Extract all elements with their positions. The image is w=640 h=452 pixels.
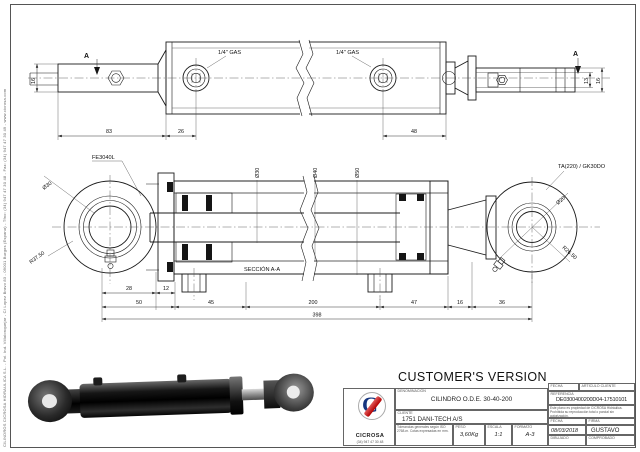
date-label-cell: FECHA (548, 418, 586, 425)
cylinder-3d-render (27, 351, 315, 449)
legal-cell: Este plano es propiedad de CICROSA Hidrá… (548, 405, 635, 418)
signature-label: FIRMA (588, 419, 600, 423)
grease-nipple-right (492, 257, 506, 272)
format-label: FORMATO (514, 425, 533, 429)
render-body (79, 378, 233, 419)
date-label: FECHA (550, 419, 563, 423)
scale-value: 1:1 (494, 431, 503, 438)
left-eye-dia: Ø30 (42, 181, 54, 192)
dim-12: 12 (163, 286, 169, 292)
svg-text:A: A (573, 51, 578, 58)
dim-16-left: 16 (31, 78, 37, 84)
denomination-cell: DENOMINACIÓN CILINDRO O.D.E. 30-40-200 (395, 388, 548, 410)
checked-label: COMPROBADO (588, 436, 615, 440)
tolerance-note: Tolerancias generales según ISO 2768-m. … (397, 425, 449, 433)
port-right-label: 1/4" GAS (336, 50, 359, 56)
section-title: SECCIÓN A-A (244, 266, 280, 273)
legal-note: Este plano es propiedad de CICROSA Hidrá… (550, 406, 623, 418)
company-name: CICROSA (355, 433, 385, 439)
right-eye-dia: Ø20 (555, 195, 567, 206)
dim-26: 26 (178, 129, 184, 135)
signature-value-cell: GUSTAVO (586, 425, 635, 435)
dim-16-sec: 16 (457, 300, 463, 306)
weight-label: PESO (455, 425, 466, 429)
left-eye-label: FE3040L (92, 155, 115, 161)
svg-text:A: A (84, 53, 89, 60)
sheet-border (10, 4, 636, 448)
right-eye-radius: R26.50 (561, 245, 578, 261)
client-ref-label: ARTÍCULO CLIENTE (581, 384, 616, 388)
dim-50: 50 (136, 300, 142, 306)
customers-version-heading: CUSTOMER'S VERSION (398, 370, 547, 384)
port-left-label: 1/4" GAS (218, 50, 241, 56)
dia-bore-label: Ø40 (313, 168, 319, 178)
weight-cell: PESO 3,60Kg (453, 424, 485, 446)
reference-value: DE0300400200D04-17510101 (555, 396, 628, 403)
title-block: C CICROSA (34) 947 47 30 48 DENOMINACIÓN… (343, 383, 635, 446)
client-ref-cell: ARTÍCULO CLIENTE (579, 383, 635, 391)
checked-cell: COMPROBADO (586, 435, 635, 446)
order-label-cell: FECHA (548, 383, 579, 391)
dia-od-label: Ø50 (355, 168, 361, 178)
date-value-cell: 08/03/2018 (548, 425, 586, 435)
scale-label: ESCALA (487, 425, 502, 429)
section-view: FE3040L TA(220) / GK30DO Ø30 R37.50 Ø20 … (29, 155, 606, 322)
dim-47: 47 (411, 300, 417, 306)
client-cell: CLIENTE 1751 DANI-TECH A/S (395, 410, 548, 424)
format-cell: FORMATO A-3 (512, 424, 548, 446)
drawn-cell: DIBUJADO (548, 435, 586, 446)
render-port-2 (177, 374, 187, 383)
dim-16-right: 16 (596, 78, 602, 84)
dim-83: 83 (106, 129, 112, 135)
weight-value: 3,60Kg (459, 431, 479, 438)
dim-36: 36 (499, 300, 505, 306)
client-value: 1751 DANI-TECH A/S (402, 415, 463, 423)
denomination-value: CILINDRO O.D.E. 30-40-200 (430, 395, 513, 403)
dim-total-398: 398 (313, 313, 322, 319)
drawn-label: DIBUJADO (550, 436, 569, 440)
reference-cell: REFERENCIA DE0300400200D04-17510101 (548, 391, 635, 405)
left-eye-radius: R37.50 (29, 250, 46, 265)
cicrosa-logo: C (358, 392, 386, 420)
render-right-eye-hole (286, 385, 301, 399)
render-left-eye-hole (41, 393, 58, 409)
format-value: A-3 (525, 431, 535, 438)
dim-45: 45 (208, 300, 214, 306)
reference-label: REFERENCIA (550, 392, 574, 396)
client-label: CLIENTE (397, 411, 413, 415)
date-value: 08/03/2018 (551, 427, 578, 434)
section-arrow-right: A (573, 51, 581, 74)
signature-value: GUSTAVO (591, 427, 620, 434)
order-label: FECHA (550, 384, 563, 388)
dim-200: 200 (309, 300, 318, 306)
dia-rod-label: Ø30 (255, 168, 261, 178)
dim-13: 13 (584, 78, 590, 84)
render-left-eye (27, 379, 73, 423)
right-eye-label: TA(220) / GK30DO (558, 164, 606, 170)
signature-label-cell: FIRMA (586, 418, 635, 425)
render-port-1 (93, 377, 103, 386)
top-view: A A 1/4" GAS 1/4" GAS 16 83 26 (28, 39, 610, 140)
grease-nipple-left (104, 249, 117, 269)
logo-cell: C CICROSA (34) 947 47 30 48 (343, 388, 395, 446)
tolerance-cell: Tolerancias generales según ISO 2768-m. … (395, 424, 453, 446)
denomination-label: DENOMINACIÓN (397, 389, 426, 393)
scale-cell: ESCALA 1:1 (485, 424, 512, 446)
dim-48: 48 (411, 129, 417, 135)
company-phone: (34) 947 47 30 48 (356, 440, 384, 444)
section-arrow-left: A (84, 53, 100, 75)
dim-28: 28 (126, 286, 132, 292)
